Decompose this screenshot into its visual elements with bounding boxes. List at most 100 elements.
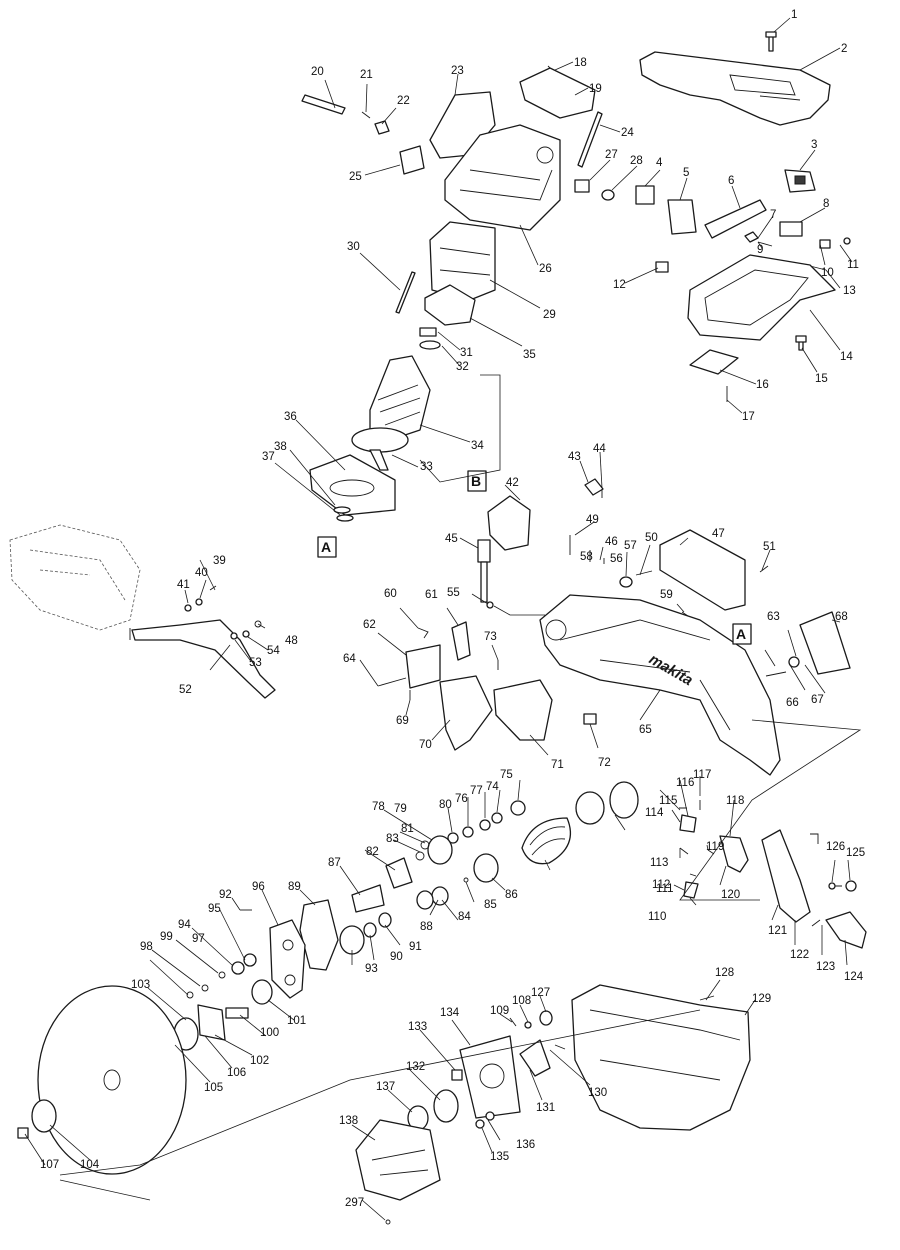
callout-89: 89 xyxy=(288,881,301,893)
leader-lines xyxy=(24,17,862,1221)
callout-2: 2 xyxy=(841,43,847,55)
callout-72: 72 xyxy=(598,757,611,769)
callout-1: 1 xyxy=(791,9,797,21)
callout-41: 41 xyxy=(177,579,190,591)
callout-138: 138 xyxy=(339,1115,358,1127)
callout-24: 24 xyxy=(621,127,634,139)
callout-35: 35 xyxy=(523,349,536,361)
callout-77: 77 xyxy=(470,785,483,797)
callout-120: 120 xyxy=(721,889,740,901)
callout-127: 127 xyxy=(531,987,550,999)
cover-19-shape xyxy=(519,67,596,119)
callout-135: 135 xyxy=(490,1151,509,1163)
callout-102: 102 xyxy=(250,1055,269,1067)
callout-51: 51 xyxy=(763,541,776,553)
callout-46: 46 xyxy=(605,536,618,548)
callout-58: 58 xyxy=(580,551,593,563)
callout-80: 80 xyxy=(439,799,452,811)
callout-134: 134 xyxy=(440,1007,460,1019)
gasket-89-shape xyxy=(299,899,339,971)
callout-94: 94 xyxy=(178,919,191,931)
callout-68: 68 xyxy=(835,611,848,623)
callout-71: 71 xyxy=(551,759,564,771)
callout-136: 136 xyxy=(516,1139,535,1151)
reference-box-a-2: A xyxy=(736,626,746,642)
callout-297: 297 xyxy=(345,1197,364,1209)
callout-101: 101 xyxy=(287,1015,306,1027)
callout-123: 123 xyxy=(816,961,835,973)
callout-128: 128 xyxy=(715,967,734,979)
gear-train-assembly xyxy=(165,781,639,1054)
callout-132: 132 xyxy=(406,1061,425,1073)
callout-34: 34 xyxy=(471,440,484,452)
reference-box-b: B xyxy=(471,473,481,489)
callout-60: 60 xyxy=(384,588,397,600)
callout-87: 87 xyxy=(328,857,341,869)
callout-95: 95 xyxy=(208,903,221,915)
callout-107: 107 xyxy=(40,1159,59,1171)
link-arm-52-shape xyxy=(131,619,276,699)
callout-16: 16 xyxy=(756,379,769,391)
callout-75: 75 xyxy=(500,769,513,781)
callout-13: 13 xyxy=(843,285,856,297)
callout-42: 42 xyxy=(506,477,519,489)
lower-linkage-assembly xyxy=(679,800,867,949)
lower-guard-138-shape xyxy=(355,1119,441,1201)
screw-1-shape xyxy=(765,31,777,52)
callout-69: 69 xyxy=(396,715,409,727)
callout-labels: 1 2 3 4 5 6 7 8 9 10 11 12 13 14 15 16 1… xyxy=(40,9,865,1209)
callout-82: 82 xyxy=(366,846,379,858)
callout-37: 37 xyxy=(262,451,275,463)
callout-67: 67 xyxy=(811,694,824,706)
callout-6: 6 xyxy=(728,175,734,187)
plate-96-shape xyxy=(269,919,306,999)
callout-92: 92 xyxy=(219,889,232,901)
callout-114: 114 xyxy=(645,807,664,819)
callout-50: 50 xyxy=(645,532,658,544)
callout-86: 86 xyxy=(505,889,518,901)
callout-103: 103 xyxy=(131,979,150,991)
callout-36: 36 xyxy=(284,411,297,423)
callout-112: 112 xyxy=(652,879,670,891)
callout-27: 27 xyxy=(605,149,618,161)
callout-100: 100 xyxy=(260,1027,279,1039)
callout-137: 137 xyxy=(376,1081,395,1093)
callout-121: 121 xyxy=(768,925,787,937)
callout-106: 106 xyxy=(227,1067,246,1079)
callout-76: 76 xyxy=(455,793,468,805)
callout-11: 11 xyxy=(847,259,859,271)
callout-10: 10 xyxy=(821,267,834,279)
motor-housing-assembly: A xyxy=(301,65,615,558)
ghost-saw-reference xyxy=(9,524,141,640)
sleeve-42-shape xyxy=(487,495,531,551)
callout-73: 73 xyxy=(484,631,497,643)
callout-29: 29 xyxy=(543,309,556,321)
saw-blade-104-shape xyxy=(37,985,187,1175)
spring-152-shape xyxy=(521,817,572,865)
callout-19: 19 xyxy=(589,83,602,95)
gear-86-shape xyxy=(473,853,499,883)
callout-122: 122 xyxy=(790,949,809,961)
plate-6-shape xyxy=(704,199,767,239)
callout-119: 119 xyxy=(706,841,724,853)
lower-guard-assembly xyxy=(355,984,751,1225)
callout-115: 115 xyxy=(659,795,677,807)
callout-53: 53 xyxy=(249,657,262,669)
callout-81: 81 xyxy=(401,823,414,835)
callout-91: 91 xyxy=(409,941,422,953)
stator-29-shape xyxy=(429,221,496,301)
callout-57: 57 xyxy=(624,540,637,552)
callout-98: 98 xyxy=(140,941,153,953)
callout-83: 83 xyxy=(386,833,399,845)
callout-131: 131 xyxy=(536,1102,555,1114)
upper-guard-129-shape xyxy=(571,984,751,1131)
cover-68-shape xyxy=(799,611,851,675)
cover-47-shape xyxy=(659,529,746,611)
callout-7: 7 xyxy=(770,209,776,221)
callout-26: 26 xyxy=(539,263,552,275)
callout-116: 116 xyxy=(676,777,694,789)
callout-126: 126 xyxy=(826,841,845,853)
callout-97: 97 xyxy=(192,933,205,945)
callout-117: 117 xyxy=(693,769,711,781)
